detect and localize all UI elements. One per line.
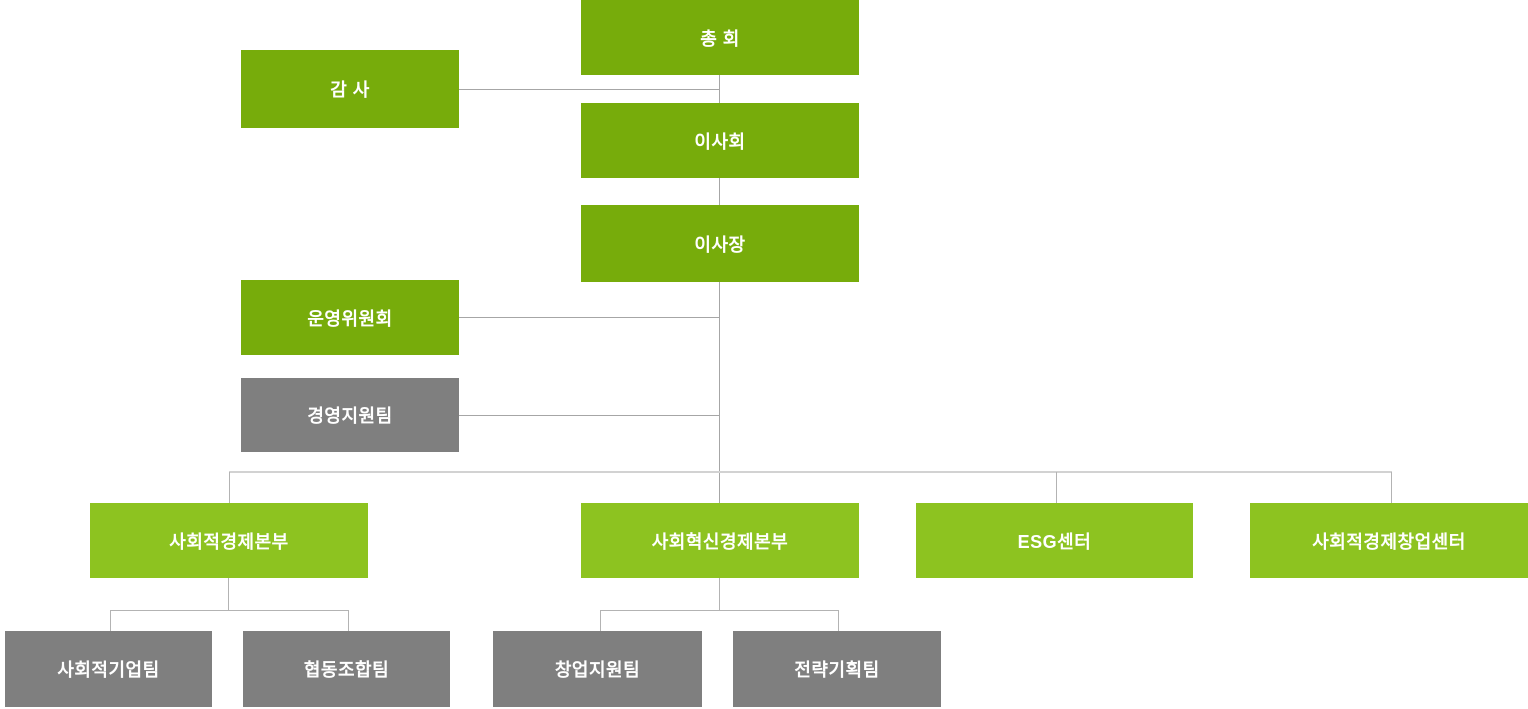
node-audit: 감 사 [241, 50, 459, 128]
connector-management-branch [459, 415, 720, 416]
connector-drop-esg-center [1056, 472, 1057, 503]
node-board-of-directors: 이사회 [581, 103, 859, 178]
node-social-innovation-economy-hq: 사회혁신경제본부 [581, 503, 859, 578]
connector-social-innovation-hq-stem [719, 578, 720, 610]
node-management-support-team: 경영지원팀 [241, 378, 459, 452]
connector-steering-branch [459, 317, 720, 318]
connector-drop-social-economy-hq [229, 472, 230, 503]
node-social-economy-hq: 사회적경제본부 [90, 503, 368, 578]
connector-social-economy-hq-bar [110, 610, 349, 611]
connector-social-economy-hq-stem [228, 578, 229, 610]
node-cooperative-team: 협동조합팀 [243, 631, 450, 707]
node-esg-center: ESG센터 [916, 503, 1193, 578]
connector-division-distribution [229, 471, 1392, 473]
node-social-enterprise-team: 사회적기업팀 [5, 631, 212, 707]
connector-drop-cooperative-team [348, 610, 349, 631]
connector-audit-branch [459, 89, 720, 90]
connector-drop-startup-center [1391, 472, 1392, 503]
connector-social-innovation-hq-bar [600, 610, 839, 611]
connector-chairman-trunk [719, 282, 720, 503]
connector-drop-startup-support-team [600, 610, 601, 631]
node-startup-support-team: 창업지원팀 [493, 631, 702, 707]
node-social-economy-startup-center: 사회적경제창업센터 [1250, 503, 1528, 578]
node-general-assembly: 총 회 [581, 0, 859, 75]
node-strategic-planning-team: 전략기획팀 [733, 631, 941, 707]
node-steering-committee: 운영위원회 [241, 280, 459, 355]
connector-drop-social-enterprise-team [110, 610, 111, 631]
connector-board-chairman [719, 178, 720, 205]
node-chairman: 이사장 [581, 205, 859, 282]
connector-drop-strategic-planning-team [838, 610, 839, 631]
